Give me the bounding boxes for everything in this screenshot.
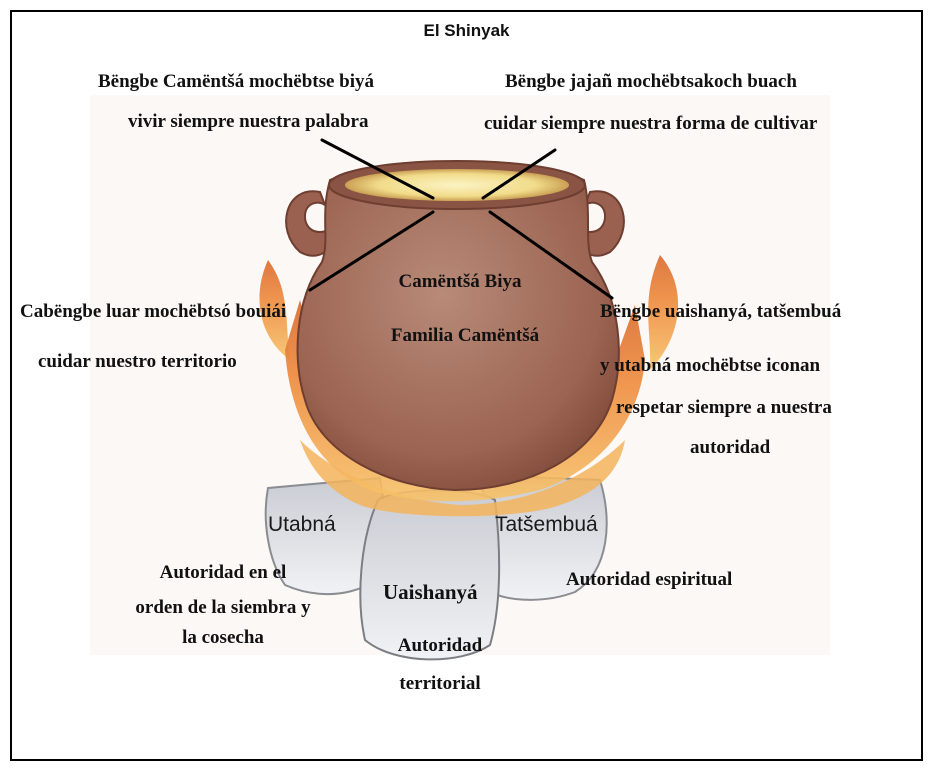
center-label-line1: Camëntšá Biya — [360, 272, 560, 291]
top-left-label-line1: Bëngbe Camëntšá mochëbtse biyá — [98, 72, 374, 91]
left-desc-line1: Autoridad en el — [108, 563, 338, 582]
stone-center-label: Uaishanyá — [383, 582, 478, 603]
right-desc: Autoridad espiritual — [566, 570, 732, 589]
diagram-title: El Shinyak — [0, 22, 933, 39]
mid-right-label-line2: y utabná mochëbtse iconan — [600, 356, 820, 375]
stone-right-label: Tatšembuá — [495, 514, 598, 535]
center-label-line2: Familia Camëntšá — [350, 326, 580, 345]
left-desc-line2: orden de la siembra y — [108, 598, 338, 617]
mid-right-label-line4: autoridad — [690, 438, 770, 457]
stone-left-label: Utabná — [268, 514, 336, 535]
mid-left-label-line1: Cabëngbe luar mochëbtsó bouiái — [20, 302, 286, 321]
mid-right-label-line3: respetar siempre a nuestra — [616, 398, 832, 417]
top-right-label-line2: cuidar siempre nuestra forma de cultivar — [484, 114, 817, 133]
top-left-label-line2: vivir siempre nuestra palabra — [128, 112, 369, 131]
mid-left-label-line2: cuidar nuestro territorio — [38, 352, 237, 371]
left-desc-line3: la cosecha — [108, 628, 338, 647]
bottom-desc-line1: Autoridad — [340, 636, 540, 655]
mid-right-label-line1: Bëngbe uaishanyá, tatšembuá — [600, 302, 841, 321]
bottom-desc-line2: territorial — [340, 674, 540, 693]
top-right-label-line1: Bëngbe jajañ mochëbtsakoch buach — [505, 72, 797, 91]
